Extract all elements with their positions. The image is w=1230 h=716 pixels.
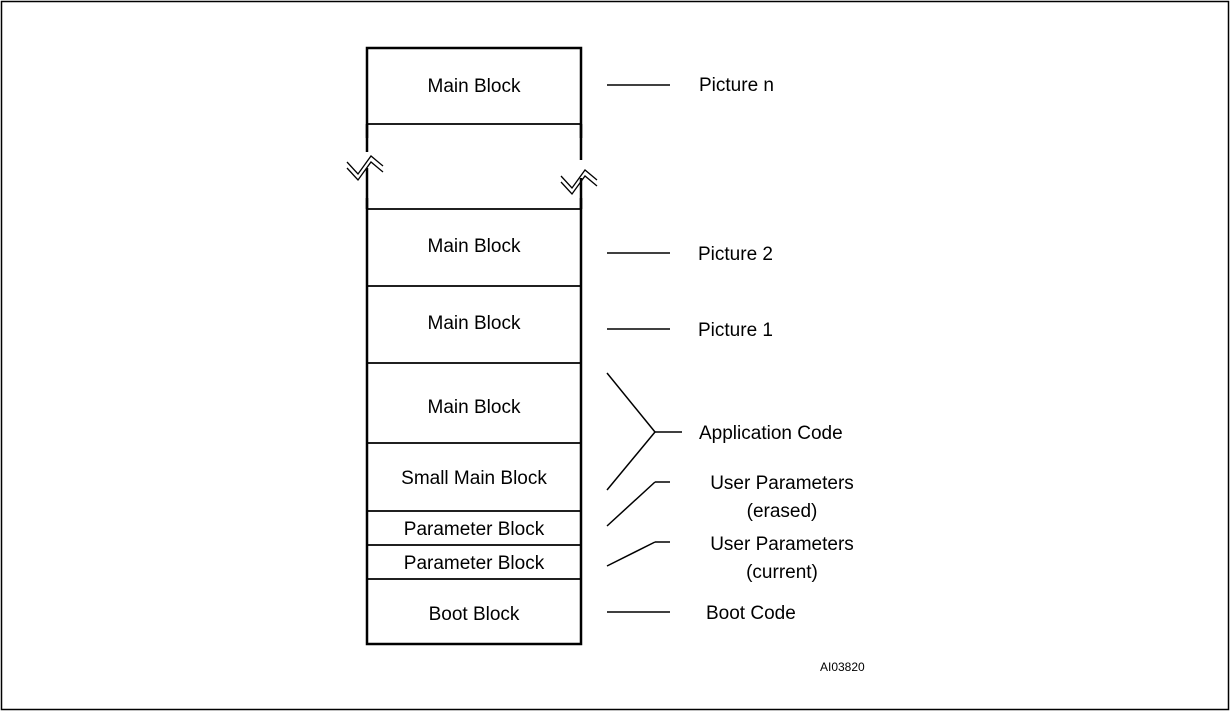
label-user-params-current-1: User Parameters (710, 534, 854, 555)
label-application-code: Application Code (699, 423, 843, 444)
block-label-parameter-2: Parameter Block (404, 553, 545, 574)
block-label-main-n: Main Block (428, 76, 521, 97)
figure-id: AI03820 (820, 660, 865, 674)
break-symbol-right (560, 169, 598, 196)
block-label-small-main: Small Main Block (401, 468, 547, 489)
memory-column (365, 46, 583, 646)
block-label-main-2: Main Block (428, 236, 521, 257)
label-boot-code: Boot Code (706, 603, 796, 624)
label-user-params-erased-2: (erased) (747, 501, 818, 522)
block-label-parameter-1: Parameter Block (404, 519, 545, 540)
label-user-params-erased-1: User Parameters (710, 473, 854, 494)
block-dividers (367, 123, 581, 580)
label-picture-n: Picture n (699, 75, 774, 96)
label-picture-1: Picture 1 (698, 320, 773, 341)
break-symbol-left (346, 155, 384, 182)
label-user-params-current-2: (current) (746, 562, 818, 583)
connectors (606, 84, 682, 613)
block-label-main-app: Main Block (428, 397, 521, 418)
break-mask-left (352, 138, 386, 198)
block-label-boot: Boot Block (429, 604, 520, 625)
label-picture-2: Picture 2 (698, 244, 773, 265)
block-label-main-1: Main Block (428, 313, 521, 334)
